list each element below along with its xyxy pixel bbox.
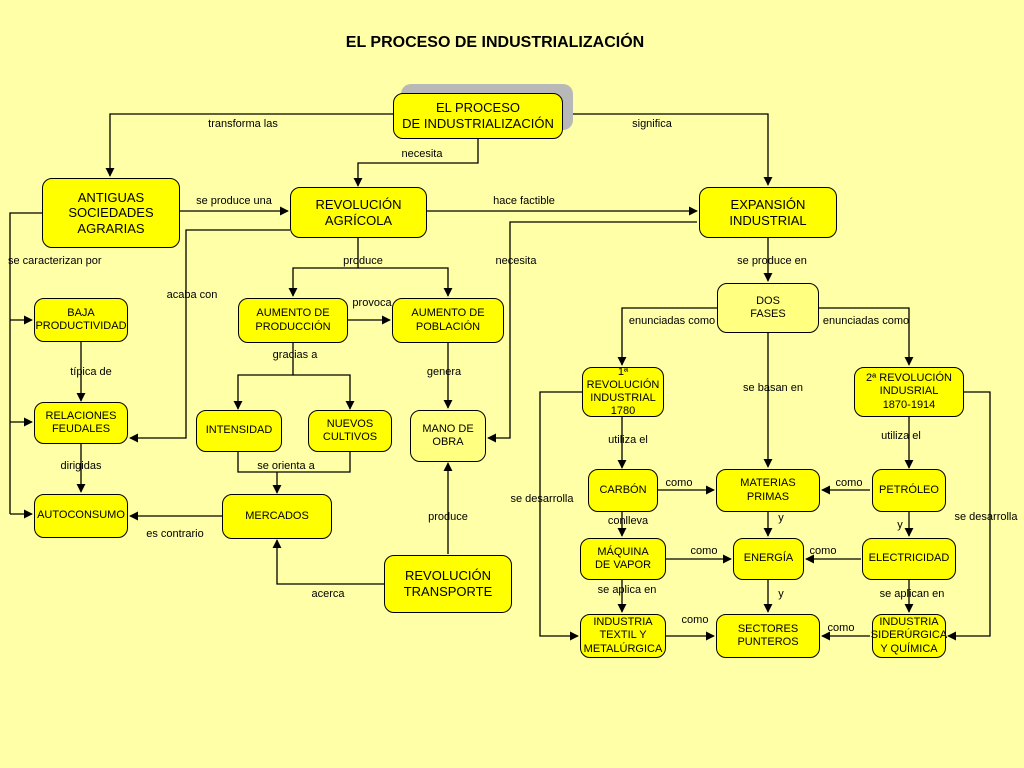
edge-antiguas-trunk — [9, 212, 42, 514]
label-seaplicaen: se aplica en — [597, 584, 657, 596]
edge-aumprod-intensidad — [233, 343, 294, 410]
node-relaciones[interactable]: RELACIONES FEUDALES — [34, 402, 128, 444]
node-baja[interactable]: BAJA PRODUCTIVIDAD — [34, 298, 128, 342]
label-y-1: y — [778, 512, 784, 524]
node-intensidad[interactable]: INTENSIDAD — [196, 410, 282, 452]
node-proceso[interactable]: EL PROCESO DE INDUSTRIALIZACIÓN — [393, 93, 563, 139]
label-produce-2: produce — [428, 511, 468, 523]
edge-rev1-textil — [539, 391, 582, 641]
label-necesita-1: necesita — [401, 148, 443, 160]
label-enunciadas-2: enunciadas como — [822, 315, 910, 327]
label-como-4: como — [809, 545, 837, 557]
label-sedesarrolla-1: se desarrolla — [510, 493, 574, 505]
label-utilizael-2: utiliza el — [881, 430, 921, 442]
label-genera: genera — [426, 366, 462, 378]
label-acabacon: acaba con — [166, 289, 218, 301]
label-y-2: y — [897, 519, 903, 531]
node-textil[interactable]: INDUSTRIA TEXTIL Y METALÚRGICA — [580, 614, 666, 658]
label-enunciadas-1: enunciadas como — [628, 315, 716, 327]
edge-proceso-revagricola — [353, 138, 479, 187]
node-dosfases[interactable]: DOS FASES — [717, 283, 819, 333]
label-escontrario: es contrario — [146, 528, 204, 540]
label-seaplicanen: se aplican en — [879, 588, 945, 600]
label-seproduceuna: se produce una — [196, 195, 272, 207]
label-utilizael-1: utiliza el — [608, 434, 648, 446]
node-revtransporte[interactable]: REVOLUCIÓN TRANSPORTE — [384, 555, 512, 613]
edge-revagricola-relaciones — [129, 229, 290, 443]
label-secaracterizan: se caracterizan por — [8, 255, 102, 267]
label-significa: significa — [632, 118, 672, 130]
label-dirigidas: dirigidas — [60, 460, 102, 472]
label-como-1: como — [665, 477, 693, 489]
node-energia[interactable]: ENERGÍA — [733, 538, 804, 580]
node-aumprod[interactable]: AUMENTO DE PRODUCCIÓN — [238, 298, 348, 343]
node-maquina[interactable]: MÁQUINA DE VAPOR — [580, 538, 666, 580]
edge-dosfases-rev1 — [617, 307, 717, 366]
node-siderurgica[interactable]: INDUSTRIA SIDERÚRGICA Y QUÍMICA — [871, 614, 947, 658]
label-seproduceen: se produce en — [737, 255, 807, 267]
label-sedesarrolla-2: se desarrolla — [954, 511, 1018, 523]
label-como-2: como — [835, 477, 863, 489]
edge-produce-aumpobl — [358, 267, 453, 297]
label-y-3: y — [778, 588, 784, 600]
label-produce-1: produce — [343, 255, 383, 267]
edge-proceso-expansion — [563, 113, 773, 186]
edge-rev2-siderurgica — [947, 391, 991, 641]
node-rev2[interactable]: 2ª REVOLUCIÓN INDUSRIAL 1870-1914 — [854, 367, 964, 417]
node-autoconsumo[interactable]: AUTOCONSUMO — [34, 494, 128, 538]
node-expansion[interactable]: EXPANSIÓN INDUSTRIAL — [699, 187, 837, 238]
label-transforma: transforma las — [208, 118, 278, 130]
node-mercados[interactable]: MERCADOS — [222, 494, 332, 539]
node-aumpobl[interactable]: AUMENTO DE POBLACIÓN — [392, 298, 504, 343]
edge-aumprod-nuevos — [293, 374, 355, 410]
page-title: EL PROCESO DE INDUSTRIALIZACIÓN — [345, 34, 645, 51]
node-sectores[interactable]: SECTORES PUNTEROS — [716, 614, 820, 658]
node-petroleo[interactable]: PETRÓLEO — [872, 469, 946, 512]
label-necesita-2: necesita — [495, 255, 537, 267]
label-conlleva: conlleva — [607, 515, 649, 527]
label-acerca: acerca — [311, 588, 345, 600]
edge-dosfases-rev2 — [819, 307, 914, 366]
node-carbon[interactable]: CARBÓN — [588, 469, 658, 512]
label-provoca: provoca — [352, 297, 392, 309]
node-mano[interactable]: MANO DE OBRA — [410, 410, 486, 462]
node-rev1[interactable]: 1ª REVOLUCIÓN INDUSTRIAL 1780 — [582, 366, 664, 417]
edge-intensidad-mercados — [237, 452, 351, 473]
edge-proceso-antiguas — [105, 113, 393, 177]
label-como-5: como — [681, 614, 709, 626]
label-como-6: como — [827, 622, 855, 634]
label-hacefactible: hace factible — [493, 195, 555, 207]
node-nuevos[interactable]: NUEVOS CULTIVOS — [308, 410, 392, 452]
label-graciasa: gracias a — [272, 349, 318, 361]
label-seorienta: se orienta a — [257, 460, 315, 472]
label-como-3: como — [690, 545, 718, 557]
edge-revagricola-produce — [288, 238, 359, 297]
label-sebasanen: se basan en — [743, 382, 803, 394]
label-tipicade: típica de — [70, 366, 112, 378]
edge-expansion-mano — [487, 221, 697, 443]
node-revagricola[interactable]: REVOLUCIÓN AGRÍCOLA — [290, 187, 427, 238]
node-antiguas[interactable]: ANTIGUAS SOCIEDADES AGRARIAS — [42, 178, 180, 248]
node-electricidad[interactable]: ELECTRICIDAD — [862, 538, 956, 580]
node-materias[interactable]: MATERIAS PRIMAS — [716, 469, 820, 512]
edge-transporte-mercados — [272, 539, 384, 585]
